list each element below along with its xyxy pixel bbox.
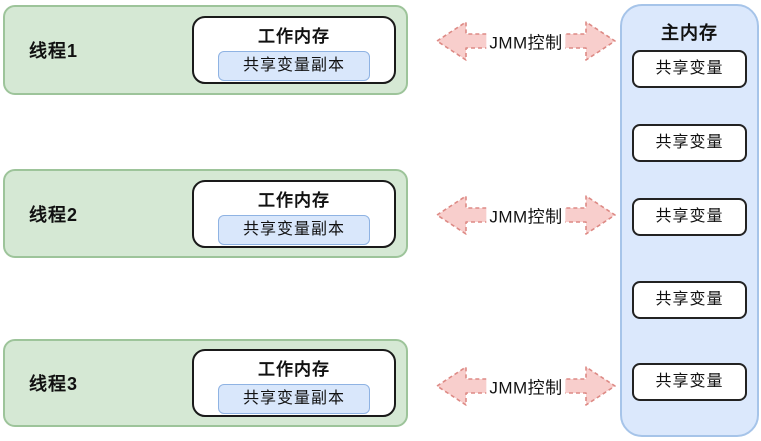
shared-variable-copy-box: 共享变量副本: [218, 384, 370, 414]
jmm-control-label: JMM控制: [486, 28, 566, 54]
working-memory-box-1: 工作内存 共享变量副本: [192, 16, 396, 84]
thread-3-label: 线程3: [29, 374, 79, 394]
thread-2-label: 线程2: [29, 204, 79, 225]
shared-variable-box: 共享变量: [632, 281, 747, 319]
shared-variable-box: 共享变量: [632, 363, 747, 401]
shared-variable-copy-box: 共享变量副本: [218, 51, 370, 81]
thread-1-box: 线程1 工作内存 共享变量副本: [3, 5, 408, 95]
shared-variable-copy-box: 共享变量副本: [218, 214, 370, 245]
working-memory-title: 工作内存: [258, 360, 330, 379]
shared-variable-box: 共享变量: [632, 198, 747, 236]
shared-variable-box: 共享变量: [632, 50, 747, 88]
jmm-control-arrow-3: JMM控制: [435, 364, 617, 408]
working-memory-title: 工作内存: [258, 190, 330, 210]
thread-2-box: 线程2 工作内存 共享变量副本: [3, 169, 408, 258]
main-memory-box: 主内存 共享变量 共享变量 共享变量 共享变量 共享变量: [620, 4, 759, 437]
working-memory-title: 工作内存: [258, 27, 330, 46]
shared-variable-box: 共享变量: [632, 124, 747, 162]
jmm-control-arrow-1: JMM控制: [435, 19, 617, 63]
main-memory-title: 主内存: [661, 23, 718, 43]
thread-1-label: 线程1: [29, 41, 79, 61]
jmm-control-label: JMM控制: [486, 373, 566, 399]
thread-3-box: 线程3 工作内存 共享变量副本: [3, 339, 408, 427]
working-memory-box-2: 工作内存 共享变量副本: [192, 179, 396, 248]
working-memory-box-3: 工作内存 共享变量副本: [192, 349, 396, 417]
jmm-control-arrow-2: JMM控制: [435, 193, 617, 237]
jmm-control-label: JMM控制: [486, 202, 566, 228]
